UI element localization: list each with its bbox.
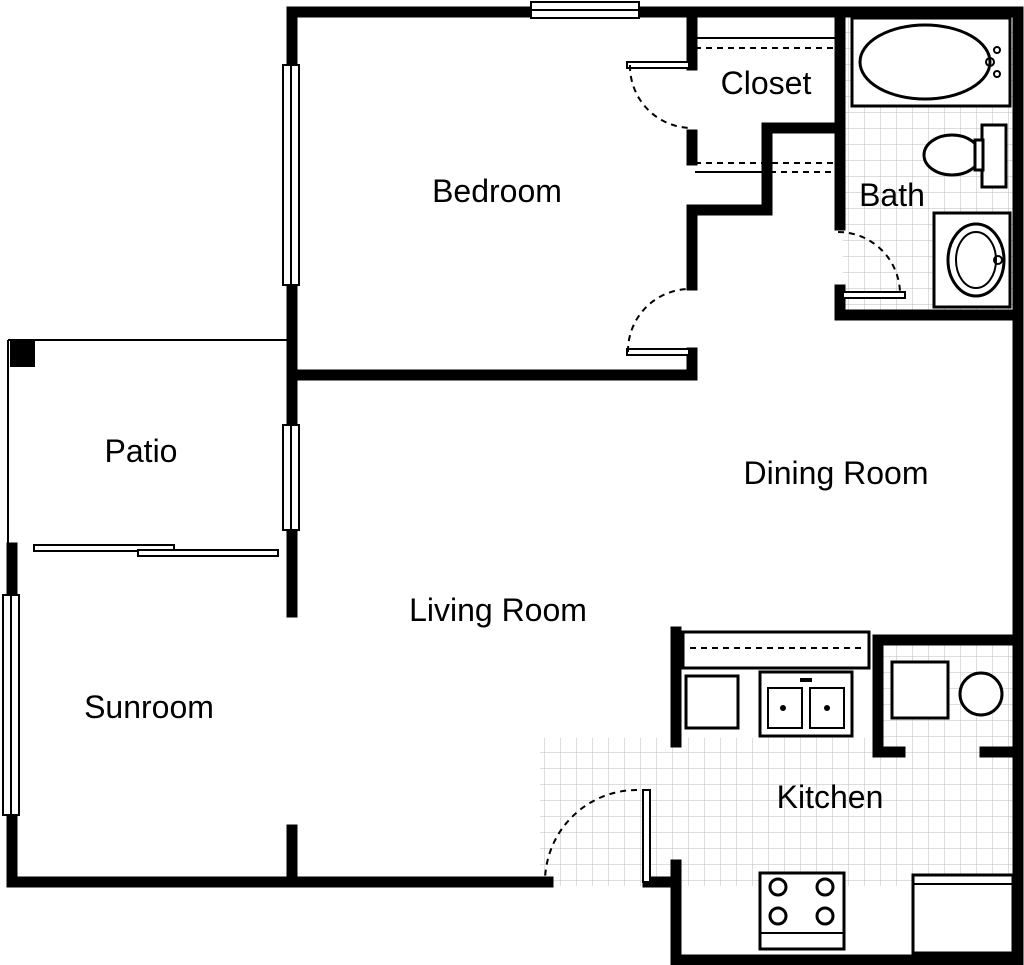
- room-label-sunroom: Sunroom: [84, 689, 214, 725]
- room-label-closet: Closet: [721, 65, 812, 101]
- room-label-living-room: Living Room: [409, 592, 587, 628]
- patio-post: [10, 340, 35, 367]
- windows: [2, 1, 640, 816]
- room-label-bedroom: Bedroom: [432, 173, 562, 209]
- water-heater-icon: [958, 671, 1004, 717]
- kitchen-floor-tiles: [540, 738, 1018, 886]
- room-label-bath: Bath: [859, 177, 925, 213]
- kitchen-sink-icon: [758, 670, 854, 738]
- refrigerator-icon: [911, 873, 1015, 955]
- toilet-icon: [922, 123, 1008, 189]
- sink-icon: [932, 211, 1012, 309]
- closet-shelves: [695, 37, 838, 173]
- doors: [544, 61, 906, 883]
- counter-icon: [681, 630, 871, 670]
- washer-icon: [890, 660, 950, 720]
- room-label-kitchen: Kitchen: [777, 779, 884, 815]
- bathtub-icon: [850, 16, 1012, 108]
- dishwasher-icon: [684, 674, 740, 730]
- stove-icon: [758, 871, 846, 951]
- room-label-dining-room: Dining Room: [744, 455, 929, 491]
- room-label-patio: Patio: [105, 433, 178, 469]
- sliding-door: [33, 544, 279, 557]
